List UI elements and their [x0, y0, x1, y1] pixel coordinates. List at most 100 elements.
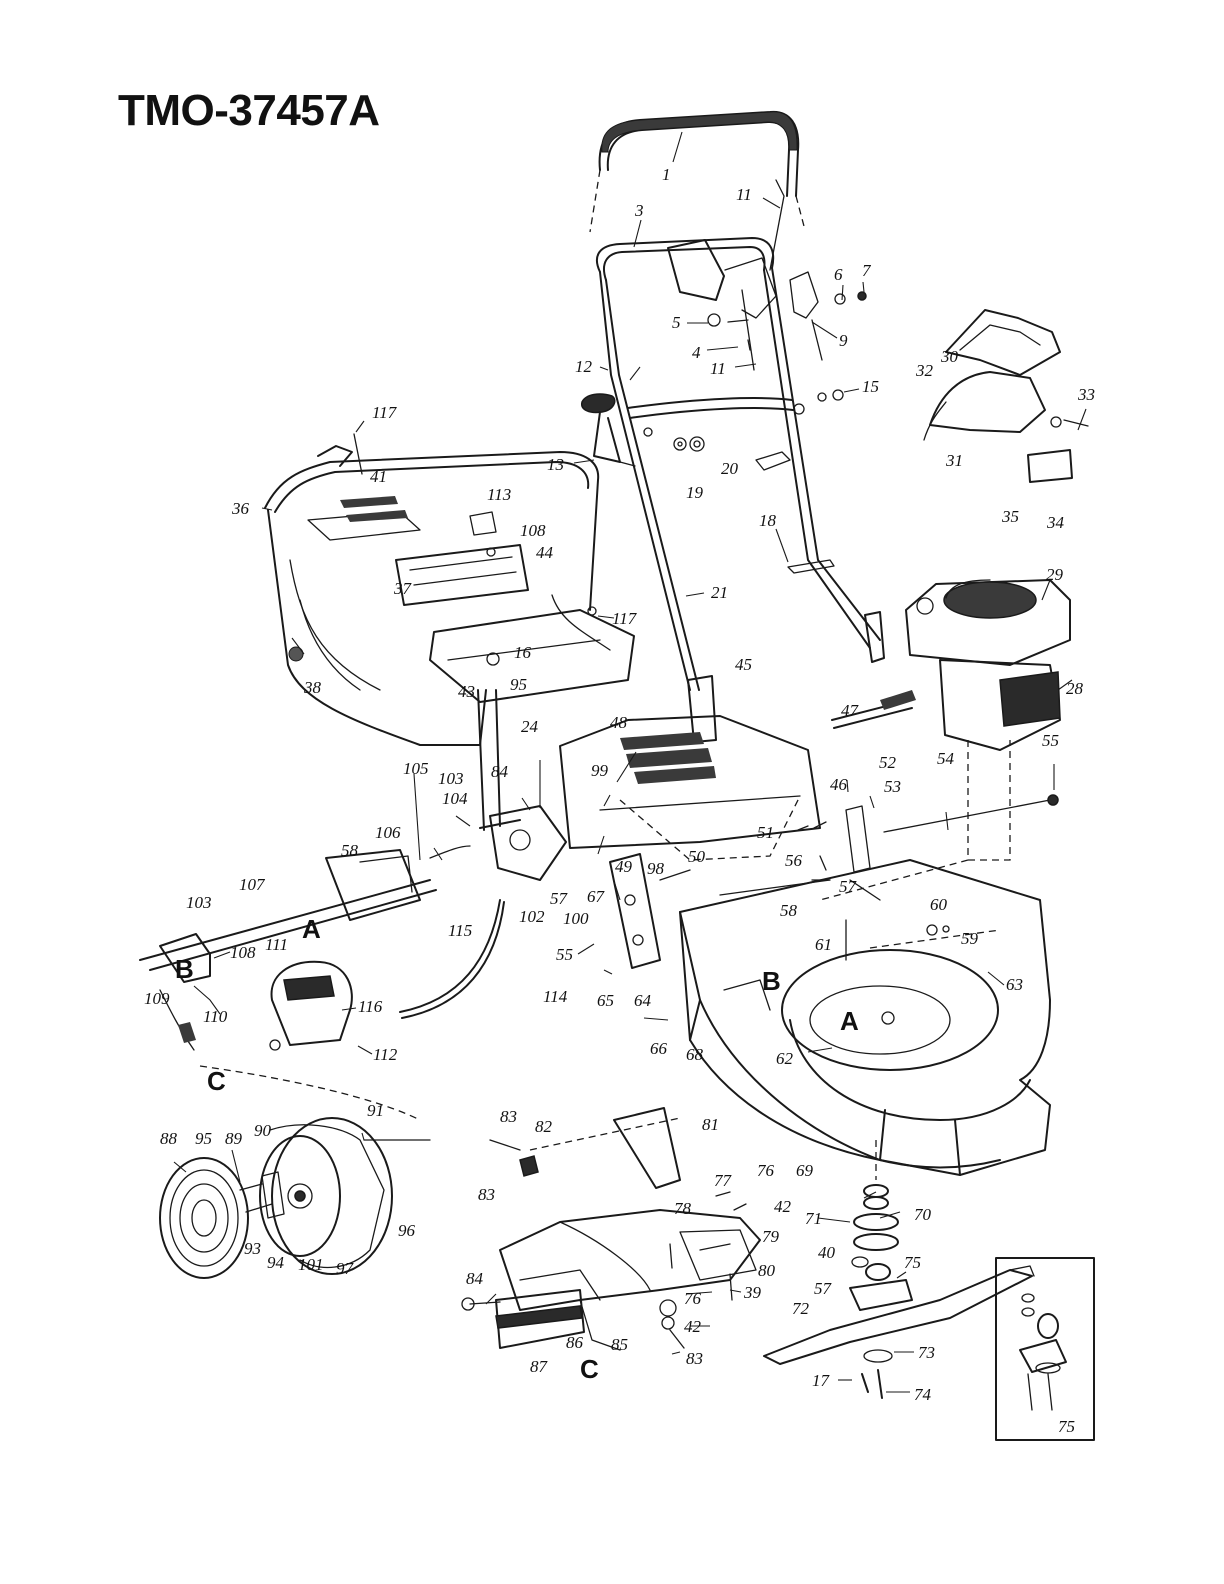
callout-83: 83: [500, 1107, 517, 1126]
callout-29: 29: [1046, 565, 1064, 584]
callout-7: 7: [862, 261, 872, 280]
callout-43: 43: [458, 682, 475, 701]
callout-38: 38: [303, 678, 322, 697]
callout-33: 33: [1077, 385, 1095, 404]
callout-19: 19: [686, 483, 704, 502]
callout-4: 4: [692, 343, 701, 362]
callout-1: 1: [662, 165, 671, 184]
callout-59: 59: [961, 929, 979, 948]
callout-17: 17: [812, 1371, 831, 1390]
callout-93: 93: [244, 1239, 261, 1258]
callout-46: 46: [830, 775, 848, 794]
callout-102: 102: [519, 907, 545, 926]
callout-55-left: 55: [556, 945, 573, 964]
callout-31: 31: [945, 451, 963, 470]
callout-107: 107: [239, 875, 266, 894]
callout-54: 54: [937, 749, 955, 768]
callout-11-lower: 11: [710, 359, 726, 378]
model-title: TMO-37457A: [118, 86, 380, 135]
engine-dashed-guides: [819, 740, 1011, 901]
shroud-assembly: [923, 309, 1089, 483]
callout-71: 71: [805, 1209, 822, 1228]
callout-110: 110: [203, 1007, 228, 1026]
callout-117-bag: 117: [612, 609, 638, 628]
callout-49: 49: [615, 857, 633, 876]
callout-57-left: 57: [550, 889, 569, 908]
callout-58-deck: 58: [780, 901, 798, 920]
callout-85: 85: [611, 1335, 628, 1354]
callout-67: 67: [587, 887, 606, 906]
callout-45: 45: [735, 655, 752, 674]
callout-55: 55: [1042, 731, 1059, 750]
callout-116: 116: [358, 997, 383, 1016]
callout-9: 9: [839, 331, 848, 350]
callout-68: 68: [686, 1045, 704, 1064]
callout-111: 111: [265, 935, 288, 954]
callout-48: 48: [610, 713, 628, 732]
callout-83-lower: 83: [686, 1349, 703, 1368]
section-letter-c-chute: C: [580, 1354, 599, 1384]
section-letter-a: A: [302, 914, 321, 944]
callout-39: 39: [743, 1283, 762, 1302]
callout-42: 42: [774, 1197, 792, 1216]
callout-109: 109: [144, 989, 170, 1008]
callout-13: 13: [547, 455, 564, 474]
callout-52: 52: [879, 753, 897, 772]
callout-75-inset: 75: [1058, 1417, 1075, 1436]
callout-60: 60: [930, 895, 948, 914]
section-letter-b: B: [175, 954, 194, 984]
callout-44: 44: [536, 543, 554, 562]
rear-axle-and-gearbox: [139, 805, 567, 1121]
callout-70: 70: [914, 1205, 932, 1224]
callout-37: 37: [393, 579, 413, 598]
side-discharge-chute: [461, 1107, 761, 1351]
callout-20: 20: [721, 459, 739, 478]
callout-41: 41: [370, 467, 387, 486]
section-letter-a-deck: A: [840, 1006, 859, 1036]
callout-42-lower: 42: [684, 1317, 702, 1336]
callout-113: 113: [487, 485, 511, 504]
section-letter-c: C: [207, 1066, 226, 1096]
callout-91: 91: [367, 1101, 384, 1120]
callout-83-left: 83: [478, 1185, 495, 1204]
callout-69: 69: [796, 1161, 814, 1180]
engine: [905, 579, 1071, 751]
callout-75: 75: [904, 1253, 921, 1272]
callout-35: 35: [1001, 507, 1019, 526]
callout-98: 98: [647, 859, 665, 878]
callout-3: 3: [634, 201, 644, 220]
callout-40: 40: [818, 1243, 836, 1262]
callout-28: 28: [1066, 679, 1084, 698]
callout-74: 74: [914, 1385, 932, 1404]
callout-5: 5: [672, 313, 681, 332]
callout-104: 104: [442, 789, 468, 808]
callout-36: 36: [231, 499, 250, 518]
callout-115: 115: [448, 921, 472, 940]
callout-16: 16: [514, 643, 532, 662]
callout-114: 114: [543, 987, 568, 1006]
callout-78: 78: [674, 1199, 692, 1218]
callout-76: 76: [757, 1161, 775, 1180]
callout-11: 11: [736, 185, 752, 204]
callout-88: 88: [160, 1129, 178, 1148]
callout-6: 6: [834, 265, 843, 284]
callout-103-axle: 103: [186, 893, 212, 912]
callout-84: 84: [491, 762, 509, 781]
callout-50: 50: [688, 847, 706, 866]
callout-108: 108: [520, 521, 546, 540]
grass-bag: [264, 433, 635, 831]
callout-73: 73: [918, 1343, 935, 1362]
upper-handle: [589, 110, 806, 233]
callout-18: 18: [759, 511, 777, 530]
callout-62: 62: [776, 1049, 794, 1068]
leader-lines: [173, 131, 1087, 1393]
callout-76-lower: 76: [684, 1289, 702, 1308]
callout-101: 101: [298, 1255, 324, 1274]
callout-97: 97: [336, 1259, 355, 1278]
callout-84-chute: 84: [466, 1269, 484, 1288]
part-callouts: 1 3 11 6 7 5 9 4 11 12 15 30 32 33 31 35…: [144, 165, 1095, 1436]
callout-106: 106: [375, 823, 401, 842]
callout-90: 90: [254, 1121, 272, 1140]
blade-assembly: [763, 1140, 1035, 1399]
callout-64: 64: [634, 991, 652, 1010]
